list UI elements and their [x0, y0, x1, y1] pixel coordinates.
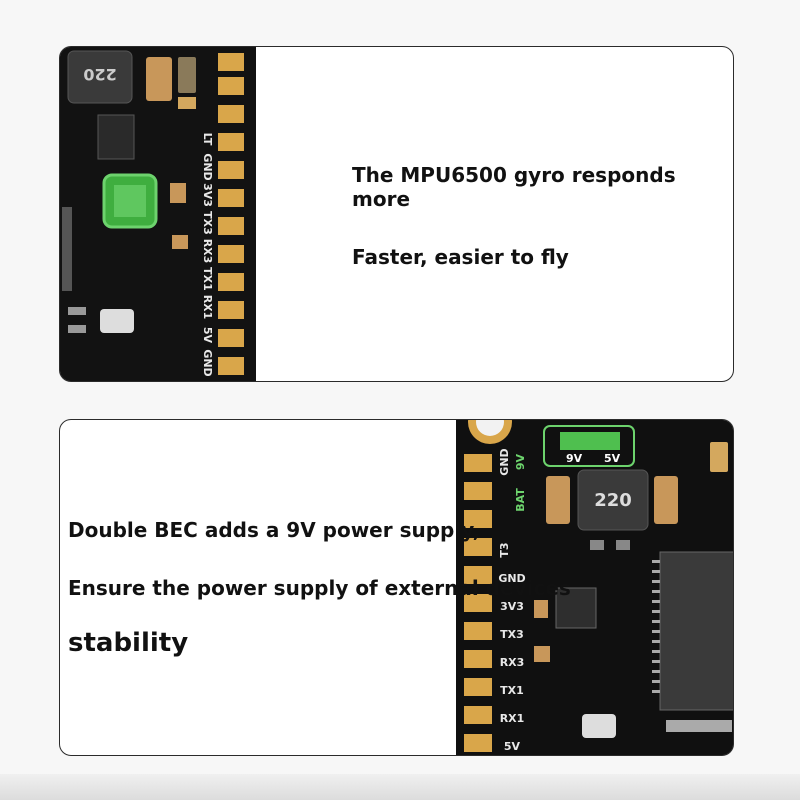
top-card: 220 [59, 46, 734, 382]
pad-label: TX3 [500, 628, 524, 641]
pad-label: 9V [514, 453, 527, 470]
capacitor [546, 476, 570, 524]
pad-column [218, 53, 244, 375]
pad-label: GND [498, 572, 525, 585]
inductor-marking: 220 [83, 65, 116, 84]
pad-label: LT [201, 133, 214, 146]
pad-label: BAT [514, 488, 527, 512]
pad-label: RX3 [201, 239, 214, 264]
caption-line: stability [68, 628, 189, 658]
resistor [68, 325, 86, 333]
capacitor [172, 235, 188, 249]
inductor [577, 469, 649, 531]
bec-highlight [543, 425, 635, 467]
pad-label: GND [201, 153, 214, 180]
capacitor [178, 97, 196, 109]
pad-label: GND [201, 349, 214, 376]
resistor [68, 307, 86, 315]
capacitor [170, 183, 186, 203]
pad-label: RX1 [500, 712, 525, 725]
capacitor [654, 476, 678, 524]
caption-line: The MPU6500 gyro responds more [352, 163, 676, 211]
pad-label: TX3 [201, 211, 214, 235]
top-caption: The MPU6500 gyro responds more Faster, e… [352, 163, 733, 303]
inductor [67, 50, 133, 104]
capacitor [146, 57, 172, 101]
caption-line: Faster, easier to fly [352, 245, 569, 269]
flight-controller-board-image: GND 9V BAT T3 GND 3V3 TX3 RX3 TX1 RX1 5V… [456, 420, 733, 755]
pad-column [464, 454, 492, 752]
pad-label: GND [498, 448, 511, 475]
regulator-chip [97, 114, 135, 160]
pad-label: 5V [504, 740, 521, 753]
resistor [590, 540, 604, 550]
sensor [100, 309, 134, 333]
pad-label: 3V3 [201, 183, 214, 207]
capacitor [710, 442, 728, 472]
board-bottom-svg: GND 9V BAT T3 GND 3V3 TX3 RX3 TX1 RX1 5V… [456, 420, 733, 755]
capacitor [178, 57, 196, 93]
bottom-card: GND 9V BAT T3 GND 3V3 TX3 RX3 TX1 RX1 5V… [59, 419, 734, 756]
flight-controller-board-image: 220 [60, 47, 256, 381]
pad-label: RX3 [500, 656, 525, 669]
caption-line: Ensure the power supply of external devi… [68, 576, 571, 600]
connector-strip [666, 720, 732, 732]
switch-label: 5V [604, 452, 621, 465]
pad-label: TX1 [201, 267, 214, 291]
bottom-strip [0, 774, 800, 800]
board-top-svg: 220 [60, 47, 256, 381]
pad-label: 5V [201, 327, 214, 344]
bottom-caption: Double BEC adds a 9V power supply, Ensur… [68, 518, 571, 692]
caption-line: Double BEC adds a 9V power supply, [68, 518, 481, 542]
pad-label: 3V3 [500, 600, 524, 613]
switch-label: 9V [566, 452, 583, 465]
connector-strip [62, 207, 72, 291]
capacitor [534, 600, 548, 618]
pad-label: TX1 [500, 684, 524, 697]
gyro-chip [555, 587, 597, 629]
inductor-marking: 220 [594, 490, 632, 511]
resistor [616, 540, 630, 550]
pad-label: T3 [498, 542, 511, 557]
capacitor [534, 646, 550, 662]
mcu-chip [659, 551, 733, 711]
sensor [582, 714, 616, 738]
pad-label: RX1 [201, 295, 214, 320]
